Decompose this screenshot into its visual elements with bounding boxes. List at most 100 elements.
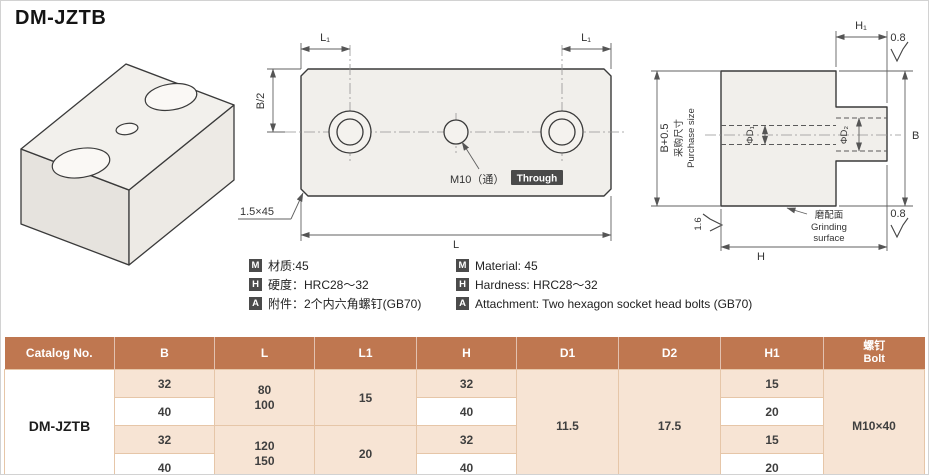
thread-callout: M10（通） Through bbox=[450, 141, 563, 186]
dim-h1: H₁ bbox=[835, 20, 888, 103]
counterbore-hole-right-inner bbox=[548, 118, 576, 146]
roughness-bottom-value: 0.8 bbox=[890, 208, 905, 220]
spec-lines: M 材质:45 M Material: 45 H 硬度：HRC28～32 H H… bbox=[249, 259, 752, 311]
cell-l-150: 150 bbox=[254, 453, 275, 468]
cell-l-group1: 80 100 bbox=[214, 369, 315, 426]
dim-d2: ΦD₂ bbox=[839, 117, 862, 152]
dim-h: H bbox=[720, 165, 888, 263]
cell-l1-group2: 20 bbox=[314, 425, 417, 474]
side-view: H₁ 0.8 0.8 1.6 B+0.5 bbox=[651, 20, 919, 263]
spec-table: Catalog No. B L L1 H D1 D2 H1 螺钉 Bolt DM… bbox=[4, 337, 925, 474]
cell-d2: 17.5 bbox=[618, 369, 721, 474]
page-title: DM-JZTB bbox=[15, 7, 107, 29]
cell-h-2: 40 bbox=[416, 397, 517, 426]
cell-l-group2: 120 150 bbox=[214, 425, 315, 474]
dim-b-label: B bbox=[912, 130, 919, 142]
drawing-area: DM-JZTB bbox=[1, 1, 928, 337]
dim-l1-left: L₁ bbox=[300, 32, 351, 69]
cell-b-2: 40 bbox=[114, 397, 215, 426]
roughness-symbol-icon bbox=[702, 213, 723, 232]
header-l: L bbox=[214, 337, 315, 370]
grinding-label-zh: 磨配面 bbox=[815, 210, 844, 221]
grinding-label-en-2: surface bbox=[813, 233, 844, 244]
dim-b-half-label: B/2 bbox=[255, 93, 267, 110]
technical-drawing: L₁ L₁ B/2 L bbox=[20, 20, 919, 266]
dim-l: L bbox=[300, 196, 612, 251]
header-l1: L1 bbox=[314, 337, 417, 370]
chamfer-callout: 1.5×45 bbox=[238, 192, 304, 220]
counterbore-hole-left-inner bbox=[336, 118, 364, 146]
spec-row-material: M 材质:45 M Material: 45 bbox=[249, 259, 752, 273]
header-d2: D2 bbox=[618, 337, 721, 370]
iso-hole-large-top-icon bbox=[144, 82, 198, 112]
header-h1: H1 bbox=[720, 337, 824, 370]
dim-l1-left-label: L₁ bbox=[320, 32, 330, 44]
through-badge bbox=[511, 170, 563, 185]
dim-b-purchase: B+0.5 采购尺寸 Purchase size bbox=[651, 70, 721, 207]
roughness-symbol-icon bbox=[890, 41, 909, 62]
purchase-size-zh: 采购尺寸 bbox=[673, 119, 685, 158]
dim-l1-right: L₁ bbox=[561, 32, 612, 69]
table-row: 40 40 20 bbox=[5, 453, 925, 474]
through-badge-label: Through bbox=[517, 174, 558, 185]
attachment-badge-icon: A bbox=[249, 297, 262, 310]
thread-hole-center bbox=[443, 119, 469, 145]
dim-d1: ΦD₁ bbox=[745, 125, 768, 145]
dim-d1-label: ΦD₁ bbox=[745, 126, 756, 144]
header-d1: D1 bbox=[516, 337, 619, 370]
dim-l-label: L bbox=[453, 239, 459, 251]
dim-b: B bbox=[839, 70, 919, 207]
hardness-zh: 硬度：HRC28～32 bbox=[268, 278, 369, 292]
spec-table-wrap: Catalog No. B L L1 H D1 D2 H1 螺钉 Bolt DM… bbox=[1, 337, 928, 474]
cell-b-4: 40 bbox=[114, 453, 215, 474]
header-h: H bbox=[416, 337, 517, 370]
iso-hole-large-bottom-icon bbox=[51, 147, 111, 179]
material-badge-icon: M bbox=[249, 259, 262, 272]
table-row: 40 40 20 bbox=[5, 397, 925, 426]
material-badge-icon: M bbox=[456, 259, 469, 272]
roughness-left: 1.6 bbox=[693, 213, 723, 232]
attachment-en: Attachment: Two hexagon socket head bolt… bbox=[475, 297, 753, 311]
grinding-label-en-1: Grinding bbox=[811, 222, 847, 233]
dim-b-tol-label: B+0.5 bbox=[659, 123, 671, 152]
cell-h1-4: 20 bbox=[720, 453, 824, 474]
cell-l1-group1: 15 bbox=[314, 369, 417, 426]
header-bolt-en: Bolt bbox=[863, 353, 885, 365]
dim-d2-label: ΦD₂ bbox=[839, 126, 850, 144]
cell-h-3: 32 bbox=[416, 425, 517, 454]
hardness-badge-icon: H bbox=[456, 278, 469, 291]
attachment-badge-icon: A bbox=[456, 297, 469, 310]
dim-h-label: H bbox=[757, 251, 765, 263]
table-header-row: Catalog No. B L L1 H D1 D2 H1 螺钉 Bolt bbox=[4, 337, 925, 370]
cell-l-120: 120 bbox=[254, 438, 275, 453]
material-en: Material: 45 bbox=[475, 259, 538, 273]
header-catalog-no: Catalog No. bbox=[4, 337, 115, 370]
attachment-zh: 附件：2个内六角螺钉(GB70) bbox=[268, 297, 422, 311]
cell-l-80: 80 bbox=[257, 382, 272, 397]
cell-h-1: 32 bbox=[416, 369, 517, 398]
table-row: DM-JZTB 32 80 100 15 32 11.5 17.5 15 M10… bbox=[4, 369, 925, 474]
thread-callout-label: M10（通） bbox=[450, 173, 504, 186]
cell-h1-2: 20 bbox=[720, 397, 824, 426]
cell-l-100: 100 bbox=[254, 397, 275, 412]
roughness-top-value: 0.8 bbox=[890, 32, 905, 44]
dim-h1-label: H₁ bbox=[855, 20, 867, 32]
header-bolt-zh: 螺钉 bbox=[863, 340, 886, 352]
side-view-body bbox=[720, 70, 888, 207]
header-b: B bbox=[114, 337, 215, 370]
dim-l1-right-label: L₁ bbox=[581, 32, 591, 44]
cell-b-3: 32 bbox=[114, 425, 215, 454]
top-view: L₁ L₁ B/2 L bbox=[238, 32, 627, 251]
cell-h1-1: 15 bbox=[720, 369, 824, 398]
roughness-left-value: 1.6 bbox=[693, 217, 704, 230]
material-zh: 材质:45 bbox=[268, 259, 309, 273]
purchase-size-en: Purchase size bbox=[686, 108, 697, 168]
table-row: 32 120 150 20 32 15 bbox=[5, 425, 925, 474]
hardness-badge-icon: H bbox=[249, 278, 262, 291]
header-bolt: 螺钉 Bolt bbox=[823, 337, 925, 370]
hardness-en: Hardness: HRC28～32 bbox=[475, 278, 598, 292]
cell-d1: 11.5 bbox=[516, 369, 619, 474]
cell-catalog-no: DM-JZTB bbox=[4, 369, 115, 474]
roughness-top-right: 0.8 bbox=[890, 32, 909, 62]
